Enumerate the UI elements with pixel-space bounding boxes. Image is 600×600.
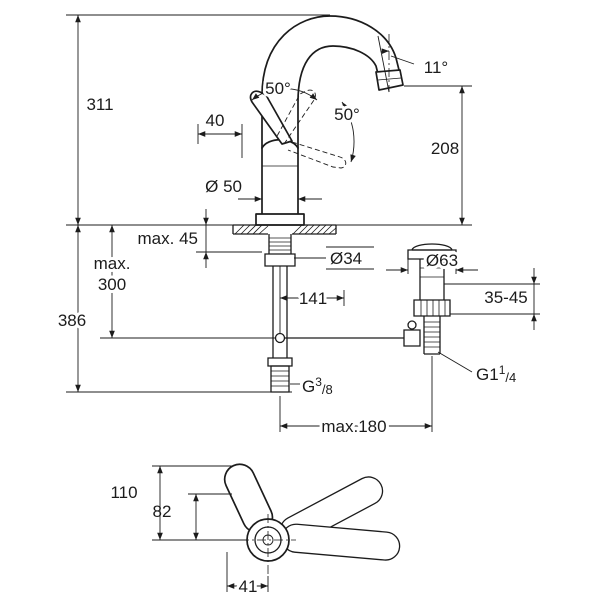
faucet-base — [255, 213, 305, 226]
dim-max180: max.180 — [321, 417, 386, 436]
thread-g114-base: G1 — [476, 365, 499, 384]
angle-11: 11° — [424, 58, 448, 77]
lever-handle — [249, 90, 293, 145]
dim-40: 40 — [206, 111, 225, 130]
dim-max45: max. 45 — [138, 229, 198, 248]
thread-g38-rest: /8 — [322, 382, 333, 397]
dim-max300-line1: max. — [94, 254, 131, 273]
thread-g38-base: G — [302, 377, 315, 396]
faucet-side-view — [249, 15, 404, 226]
left-dimension-lines: 311 386 max. 300 — [55, 14, 330, 393]
dim-dia63: Ø63 — [426, 251, 458, 270]
spout-height-dimension: 208 — [336, 85, 472, 226]
faucet-top-view — [223, 463, 401, 574]
popup-rod-joint — [274, 332, 286, 344]
thread-g114: G11/4 — [476, 363, 516, 385]
angle-dimensions: 40 50° 50° 11° — [197, 34, 448, 163]
dim-82: 82 — [153, 502, 172, 521]
angle-50-front: 50° — [265, 79, 291, 98]
body-deck-dimensions: Ø 50 max. 45 Ø34 — [138, 177, 374, 270]
angle-50-side: 50° — [334, 105, 360, 124]
dim-max300-line2: 300 — [98, 275, 126, 294]
dim-41: 41 — [239, 577, 258, 596]
dim-dia34: Ø34 — [330, 249, 362, 268]
dim-311: 311 — [86, 95, 113, 114]
dim-35-45: 35-45 — [484, 288, 527, 307]
dim-dia50: Ø 50 — [205, 177, 242, 196]
dim-141: 141 — [299, 289, 327, 308]
under-deck-assembly — [264, 234, 421, 393]
spout-position-down — [281, 523, 401, 561]
thread-g114-rest: /4 — [505, 370, 516, 385]
dim-208: 208 — [431, 139, 459, 158]
thread-g38-sup: 3 — [315, 375, 322, 389]
drain-dimensions: Ø63 35-45 G11/4 G3/8 141 max.180 — [279, 248, 540, 439]
thread-g38: G3/8 — [302, 375, 333, 397]
top-view-dimensions: 110 82 41 — [110, 465, 269, 599]
dim-386: 386 — [58, 311, 86, 330]
thread-g114-sup: 1 — [499, 363, 506, 377]
dim-110: 110 — [110, 483, 137, 502]
deck-section — [232, 224, 337, 235]
spout-outlet — [375, 69, 404, 91]
supply-connector — [270, 365, 290, 393]
